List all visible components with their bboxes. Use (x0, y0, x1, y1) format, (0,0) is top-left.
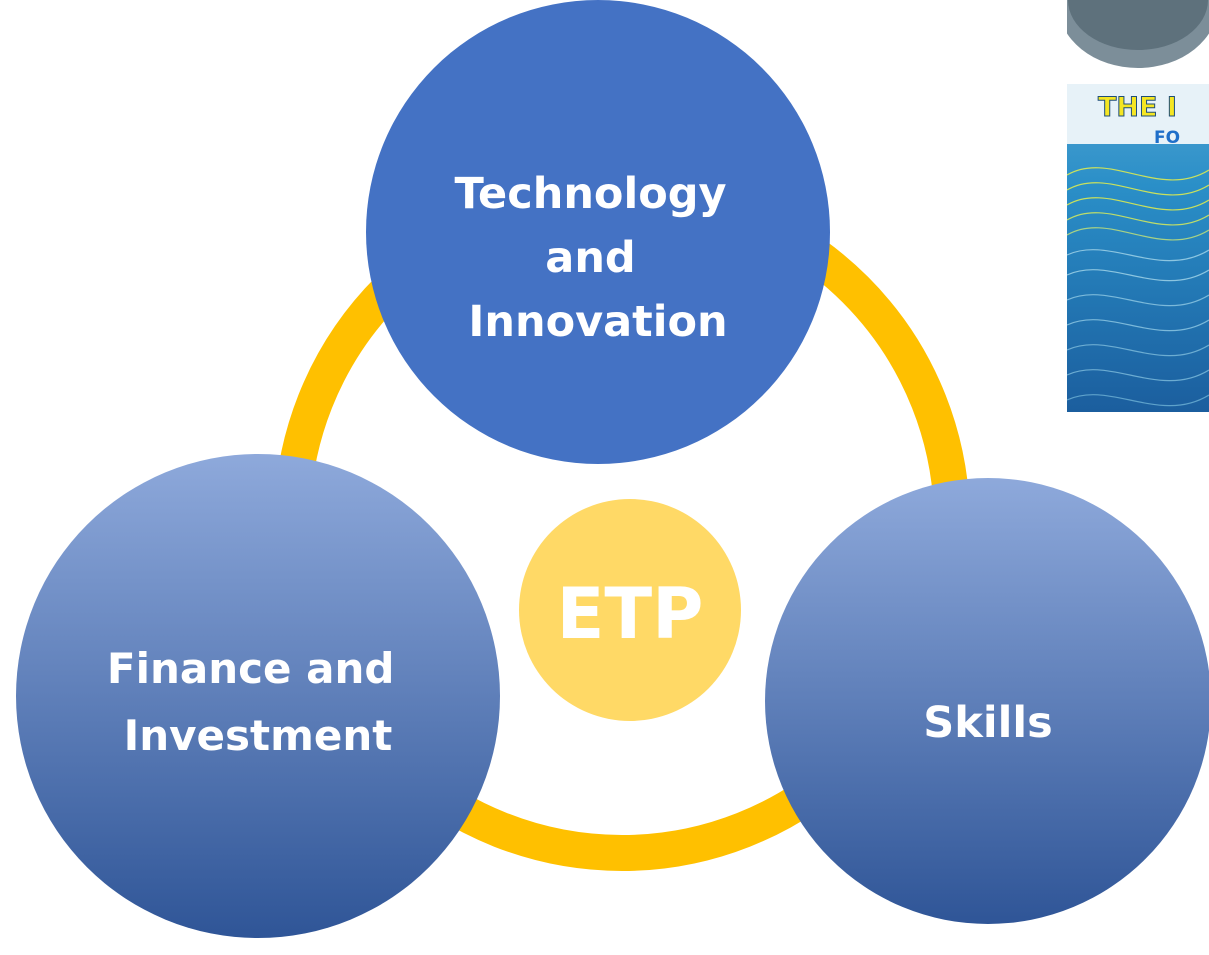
node-technology-label: Technology and Innovation (454, 169, 741, 347)
cover-subtitle: FO (1154, 128, 1180, 148)
cover-title: THE I (1098, 92, 1177, 123)
hub-etp-circle (519, 499, 741, 721)
hub-etp-label: ETP (557, 573, 704, 655)
node-technology-innovation: Technology and Innovation (366, 0, 830, 464)
cover-wave-lines (1067, 167, 1209, 407)
node-finance-label: Finance and Investment (107, 644, 409, 760)
node-skills: Skills (765, 478, 1209, 924)
node-skills-circle (765, 478, 1209, 924)
report-cover-image: THE I FO (1067, 0, 1209, 412)
hub-etp: ETP (519, 499, 741, 721)
node-skills-label: Skills (923, 698, 1052, 748)
node-technology-circle (366, 0, 830, 464)
node-finance-circle (16, 454, 500, 938)
node-finance-investment: Finance and Investment (16, 454, 500, 938)
